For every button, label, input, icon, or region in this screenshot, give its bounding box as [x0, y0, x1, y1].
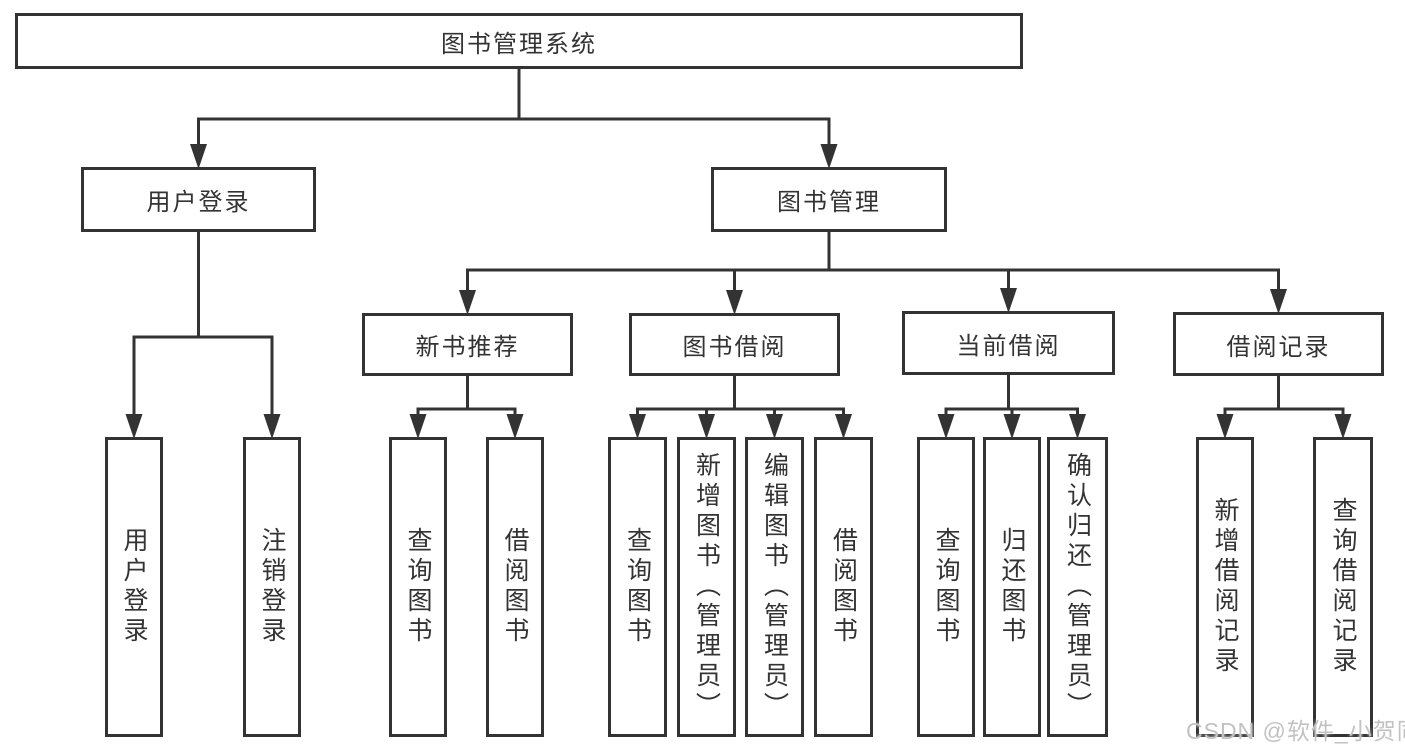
- node-bb-add: 新增图书（管理员）: [677, 437, 736, 737]
- node-bb-borrow: 借阅图书: [814, 437, 873, 737]
- node-nb-borrow: 借阅图书: [486, 437, 544, 737]
- node-loan-records: 借阅记录: [1173, 312, 1384, 376]
- node-label: 查询借阅记录: [1329, 497, 1357, 677]
- node-current-loans: 当前借阅: [902, 311, 1115, 375]
- node-label: 用户登录: [146, 189, 251, 216]
- node-login: 用户登录: [81, 167, 316, 232]
- node-new-books: 新书推荐: [362, 313, 573, 376]
- node-label: 当前借阅: [956, 332, 1061, 360]
- node-bb-query: 查询图书: [608, 437, 667, 737]
- node-label: 查询图书: [404, 527, 432, 647]
- node-label: 新增借阅记录: [1211, 497, 1239, 677]
- node-logout: 注销登录: [243, 437, 301, 737]
- node-lr-query: 查询借阅记录: [1313, 437, 1373, 737]
- node-label: 注销登录: [258, 527, 286, 647]
- node-cl-confirm: 确认归还（管理员）: [1047, 437, 1108, 737]
- node-label: 新增图书（管理员）: [692, 452, 721, 722]
- node-label: 用户登录: [120, 527, 148, 647]
- node-label: 查询图书: [623, 527, 652, 647]
- node-bb-edit: 编辑图书（管理员）: [745, 437, 804, 737]
- node-label: 图书管理: [777, 189, 881, 216]
- node-book-mgmt: 图书管理: [711, 167, 947, 232]
- node-label: 借阅图书: [501, 527, 529, 647]
- node-label: 新书推荐: [415, 334, 520, 361]
- node-label: 归还图书: [998, 527, 1026, 647]
- node-root: 图书管理系统: [15, 13, 1023, 69]
- node-label: 图书借阅: [682, 334, 787, 361]
- node-user-login: 用户登录: [105, 437, 163, 737]
- node-label: 借阅图书: [829, 527, 858, 647]
- node-cl-return: 归还图书: [983, 437, 1041, 737]
- node-lr-add: 新增借阅记录: [1196, 437, 1254, 737]
- node-label: 编辑图书（管理员）: [760, 452, 789, 722]
- node-label: 查询图书: [932, 527, 960, 647]
- node-label: 确认归还（管理员）: [1063, 452, 1092, 722]
- node-label: 图书管理系统: [441, 30, 597, 58]
- node-book-borrow: 图书借阅: [629, 313, 840, 376]
- node-label: 借阅记录: [1226, 333, 1331, 361]
- node-cl-query: 查询图书: [917, 437, 975, 737]
- node-nb-query: 查询图书: [389, 437, 447, 737]
